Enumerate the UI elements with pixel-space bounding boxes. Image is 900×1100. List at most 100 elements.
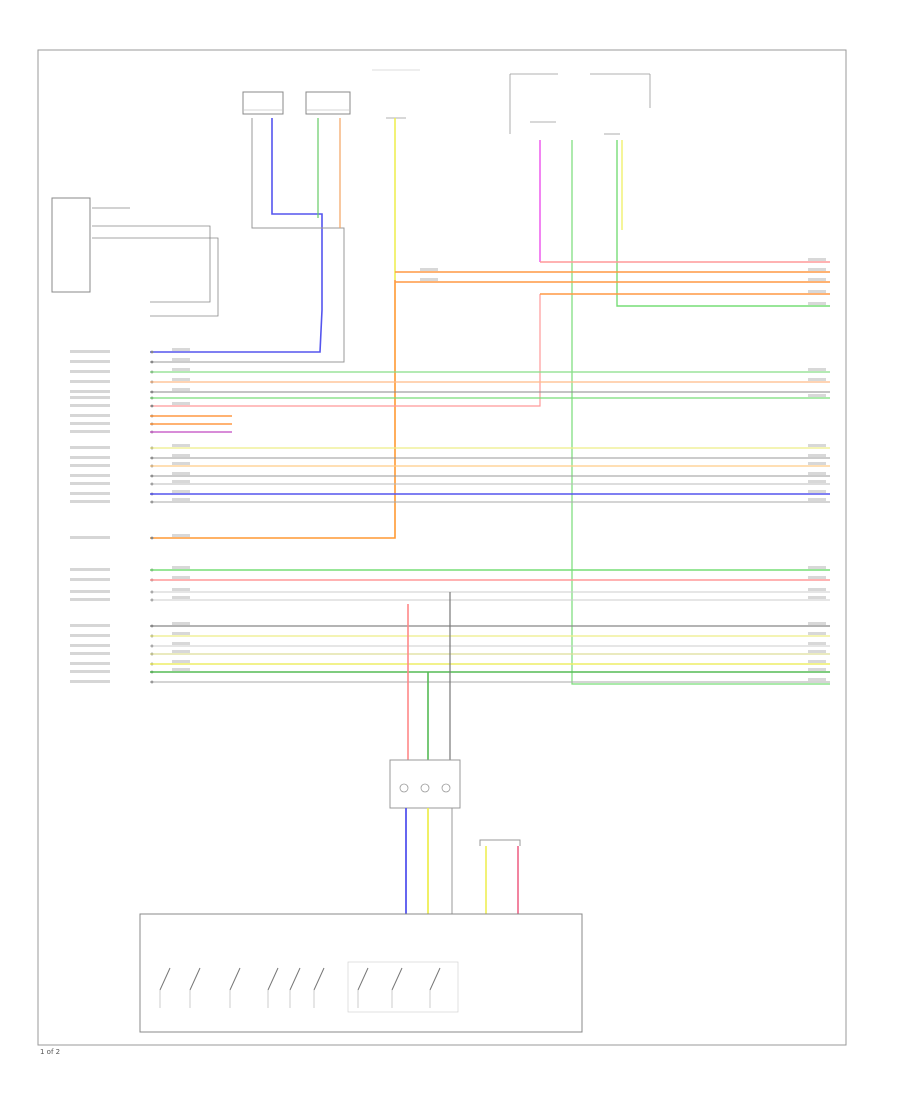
wire-label-mark	[808, 490, 826, 493]
wire-label-mark	[172, 444, 190, 447]
left-speaker-connector	[242, 91, 284, 115]
pin-label-mark	[70, 482, 110, 485]
wire-label-mark	[172, 622, 190, 625]
wire-label-mark	[172, 596, 190, 599]
wire-pink-to-row	[150, 294, 541, 407]
pin-dot	[150, 350, 154, 354]
pin-label-mark	[70, 464, 110, 467]
wire-label-mark	[172, 668, 190, 671]
wire-label-mark	[172, 462, 190, 465]
wire-label-mark	[808, 596, 826, 599]
wire-label-mark	[172, 566, 190, 569]
pin-label-mark	[70, 474, 110, 477]
wire-label-mark	[172, 660, 190, 663]
diagram-border	[37, 49, 847, 1046]
wire-label-mark	[172, 348, 190, 351]
pin-label-mark	[70, 500, 110, 503]
pin-label-mark	[70, 390, 110, 393]
switch-contact	[429, 967, 441, 991]
pin-label-mark	[70, 536, 110, 539]
switch-contact	[189, 967, 201, 991]
wire-green-right	[616, 140, 830, 307]
switch-contacts	[159, 967, 441, 1008]
wire-label-mark	[172, 490, 190, 493]
steering-switch-connector	[389, 759, 461, 809]
switch-contact	[391, 967, 403, 991]
wire-label-mark	[808, 576, 826, 579]
pin-dot	[150, 404, 154, 408]
pin-label-mark	[70, 680, 110, 683]
horn-connector	[479, 839, 521, 914]
wire-label-mark	[172, 388, 190, 391]
wire-label-mark	[808, 588, 826, 591]
wire-label-mark	[808, 258, 826, 261]
wire-label-mark	[808, 660, 826, 663]
wire-label-mark	[172, 368, 190, 371]
wire-label-mark	[172, 480, 190, 483]
wire-label-mark	[808, 668, 826, 671]
wire-grey-left-speaker	[150, 118, 345, 363]
switch-contact	[159, 967, 171, 991]
wire-label-mark	[172, 576, 190, 579]
wire-label-mark	[172, 650, 190, 653]
wire-green-long	[571, 140, 830, 685]
wire-label-mark	[808, 462, 826, 465]
wire-label-mark	[172, 378, 190, 381]
wire-label-mark	[808, 498, 826, 501]
pin-label-mark	[70, 380, 110, 383]
wire-blue-left-speaker	[150, 118, 323, 353]
steering-wheel-switch-box	[139, 913, 583, 1033]
pin-label-mark	[70, 624, 110, 627]
pin-label-mark	[70, 492, 110, 495]
wire-label-mark	[808, 472, 826, 475]
fuse-top-3	[590, 73, 651, 135]
pin-label-mark	[70, 644, 110, 647]
wire-label-mark	[172, 402, 190, 405]
wire-label-mark	[808, 650, 826, 653]
wire-label-mark	[808, 622, 826, 625]
wire-label-mark	[172, 588, 190, 591]
pin-label-mark	[70, 430, 110, 433]
wire-label-mark	[172, 472, 190, 475]
switch-contact	[267, 967, 279, 991]
wire-label-mark	[808, 278, 826, 281]
pin-label-mark	[70, 360, 110, 363]
wire-label-mark	[808, 378, 826, 381]
switch-contact	[289, 967, 301, 991]
radio-pin-stack	[70, 350, 154, 684]
wire-label-mark	[808, 632, 826, 635]
wire-label-mark	[808, 454, 826, 457]
wire-label-mark	[172, 632, 190, 635]
wire-orange-vertical	[150, 280, 396, 539]
wire-label-mark	[420, 268, 438, 271]
pin-label-mark	[70, 670, 110, 673]
pin-label-mark	[70, 598, 110, 601]
pin-label-mark	[70, 446, 110, 449]
wire-label-mark	[808, 678, 826, 681]
wire-label-mark	[808, 368, 826, 371]
wire-label-mark	[808, 268, 826, 271]
pin-label-mark	[70, 568, 110, 571]
pin-label-mark	[70, 396, 110, 399]
label-marks	[172, 258, 826, 681]
switch-contact	[229, 967, 241, 991]
pin-label-mark	[70, 652, 110, 655]
switch-contact	[357, 967, 369, 991]
wire-label-mark	[808, 444, 826, 447]
fuse-top-1	[372, 69, 420, 119]
pin-label-mark	[70, 414, 110, 417]
wire-label-mark	[808, 566, 826, 569]
pin-label-mark	[70, 422, 110, 425]
wire-label-mark	[172, 498, 190, 501]
right-speaker-connector	[305, 91, 351, 115]
pin-label-mark	[70, 350, 110, 353]
lower-bus	[150, 569, 830, 683]
fuse-top-2	[509, 73, 558, 134]
wire-label-mark	[172, 642, 190, 645]
pin-dot	[150, 360, 154, 364]
pin-label-mark	[70, 456, 110, 459]
wire-label-mark	[420, 278, 438, 281]
pin-label-mark	[70, 634, 110, 637]
antenna-module	[51, 197, 219, 317]
wire-label-mark	[172, 534, 190, 537]
